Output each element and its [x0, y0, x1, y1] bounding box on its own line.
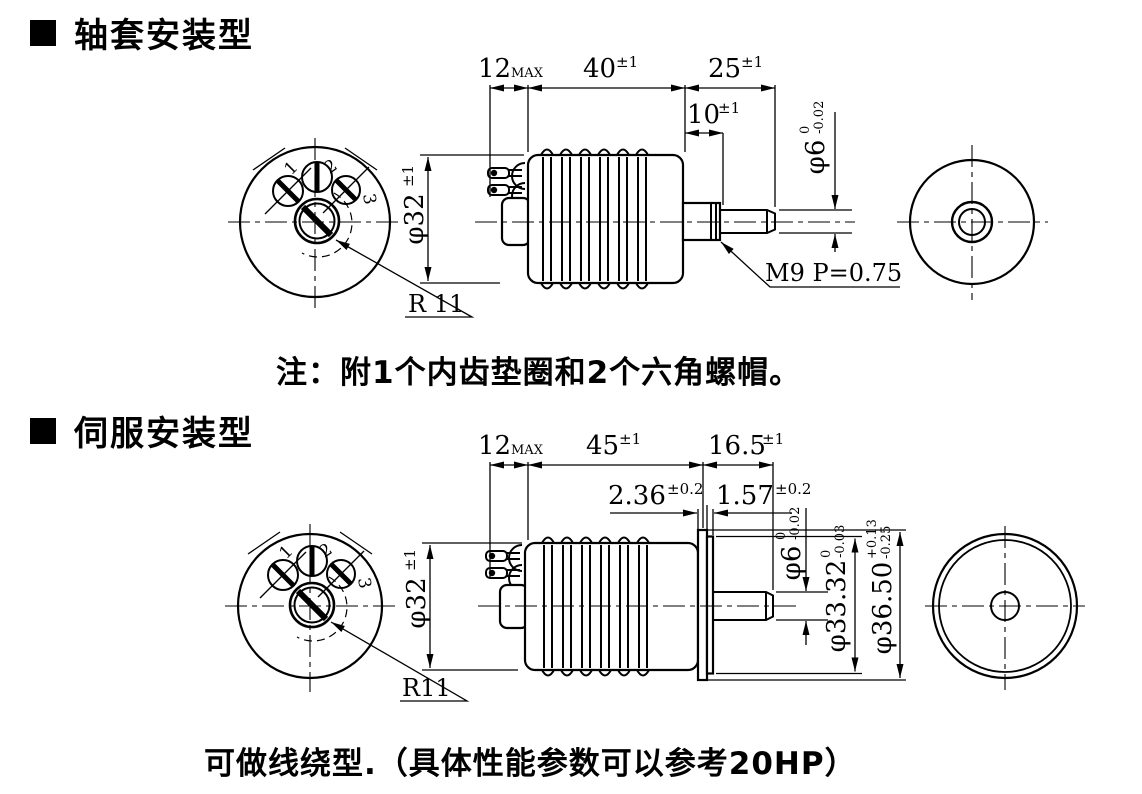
- bushing-mount-drawing: 1 2 3 R 11 φ32 ±1: [228, 53, 1048, 318]
- terminal-label-3: 3: [358, 192, 380, 206]
- dim-phi6-value: φ6: [801, 140, 831, 175]
- bushing-rear-view: [897, 145, 1048, 300]
- dim-phi32-tol: ±1: [401, 549, 419, 571]
- section-title-servo-mount: 伺服安装型: [30, 406, 254, 455]
- dim-10-tol: ±1: [718, 99, 740, 117]
- bushing-top-dims: 12 MAX 40 ±1 25 ±1 10 ±1: [478, 53, 776, 207]
- servo-mount-drawing: 1 2 3 R11 φ32 ±1: [225, 430, 1085, 702]
- bushing-thread-callout: M9 P=0.75: [720, 241, 902, 288]
- bushing-front-view: 1 2 3 R 11: [228, 138, 475, 318]
- servo-rear-view: [925, 526, 1085, 690]
- terminal-label-3: 3: [353, 576, 375, 590]
- dim-12-value: 12: [478, 54, 511, 84]
- dim-phi3650-value: φ36.50: [868, 562, 898, 655]
- thread-callout-text: M9 P=0.75: [765, 259, 902, 287]
- dim-45-tol: ±1: [619, 430, 641, 448]
- dim-10-value: 10: [687, 100, 720, 130]
- servo-dim-phi3650: φ36.50 +0.13 -0.25: [700, 519, 906, 681]
- dim-16-5-tol: ±1: [762, 430, 784, 448]
- servo-dim-phi32: φ32 ±1: [401, 542, 522, 671]
- bushing-dim-phi6: φ6 0 -0.02: [779, 101, 852, 252]
- servo-dim-phi3332: φ33.32 0 -0.03: [716, 525, 862, 675]
- dim-phi3650-tol-upper: +0.13: [865, 519, 880, 559]
- dim-phi32-value: φ32: [400, 193, 430, 244]
- dim-2-36-tol: ±0.2: [667, 480, 703, 498]
- dim-phi32-tol: ±1: [399, 165, 417, 187]
- dim-phi6-tol-upper: 0: [798, 126, 813, 134]
- dim-12-suffix: MAX: [511, 66, 544, 81]
- servo-flange-dims: 2.36 ±0.2 1.57 ±0.2: [608, 480, 811, 535]
- dim-phi32-value: φ32: [402, 577, 432, 628]
- dim-12-value: 12: [478, 431, 511, 461]
- dim-phi3332-tol-upper: 0: [819, 550, 834, 558]
- black-square-bullet: [30, 417, 56, 444]
- servo-top-dims: 12 MAX 45 ±1 16.5 ±1: [478, 430, 784, 590]
- section-title-bushing-mount: 轴套安装型: [30, 8, 254, 57]
- dim-12-suffix: MAX: [511, 443, 544, 458]
- dim-phi3650-tol-lower: -0.25: [879, 526, 894, 559]
- dim-40-tol: ±1: [616, 53, 638, 71]
- servo-dim-phi6: φ6 0 -0.02: [774, 507, 828, 645]
- dim-25-tol: ±1: [741, 53, 763, 71]
- dim-40-value: 40: [583, 54, 616, 84]
- dim-45-value: 45: [586, 431, 619, 461]
- dim-1-57-tol: ±0.2: [775, 480, 811, 498]
- bushing-side-view: [475, 148, 855, 290]
- bushing-note: 注：附1个内齿垫圈和2个六角螺帽。: [276, 355, 802, 391]
- dim-phi6-value: φ6: [777, 546, 807, 581]
- bushing-dim-phi32: φ32 ±1: [399, 154, 524, 284]
- body-ribs: [540, 148, 649, 290]
- servo-footer-note: 可做线绕型.（具体性能参数可以参考20HP）: [204, 746, 857, 782]
- dim-1-57-value: 1.57: [716, 481, 774, 511]
- radius-callout: R11: [402, 674, 451, 702]
- dim-phi6-tol-lower: -0.02: [788, 507, 803, 540]
- section-title-text: 轴套安装型: [74, 16, 254, 56]
- dim-phi6-tol-lower: -0.02: [812, 101, 827, 134]
- dim-2-36-value: 2.36: [608, 481, 666, 511]
- body-ribs: [541, 536, 650, 677]
- section-title-text: 伺服安装型: [74, 414, 254, 454]
- terminal-label-2: 2: [321, 156, 341, 179]
- dim-16-5-value: 16.5: [708, 431, 766, 461]
- radius-callout: R 11: [408, 290, 464, 318]
- dim-phi3332-value: φ33.32: [822, 560, 852, 653]
- terminal-label-2: 2: [316, 540, 336, 563]
- dim-phi3332-tol-lower: -0.03: [833, 525, 848, 558]
- dim-25-value: 25: [708, 54, 741, 84]
- black-square-bullet: [30, 19, 56, 46]
- servo-side-view: [478, 528, 800, 682]
